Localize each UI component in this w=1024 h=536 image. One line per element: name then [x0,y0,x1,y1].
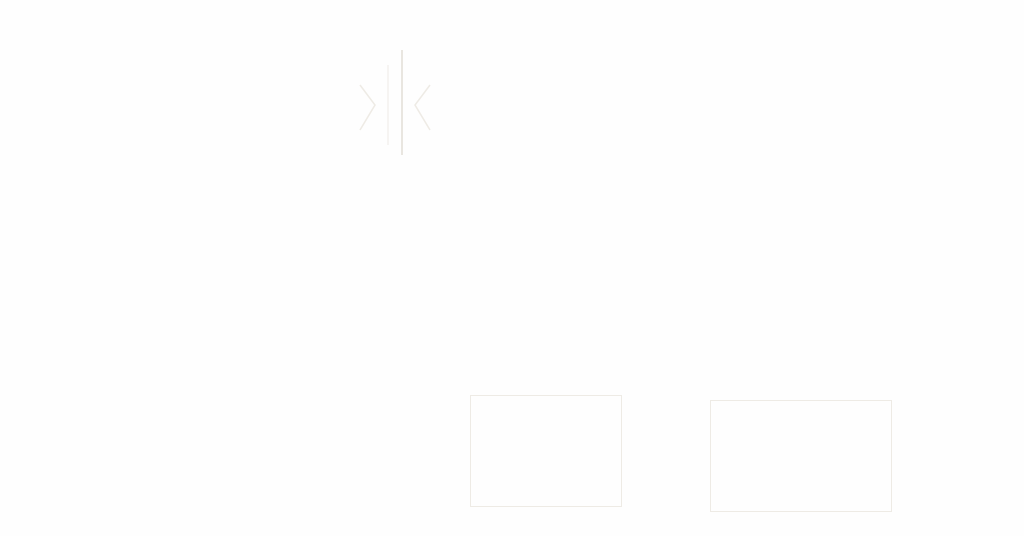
faint-panel-right [710,400,892,512]
faint-decorative-icon [359,50,431,155]
faint-panel-left [470,395,622,507]
